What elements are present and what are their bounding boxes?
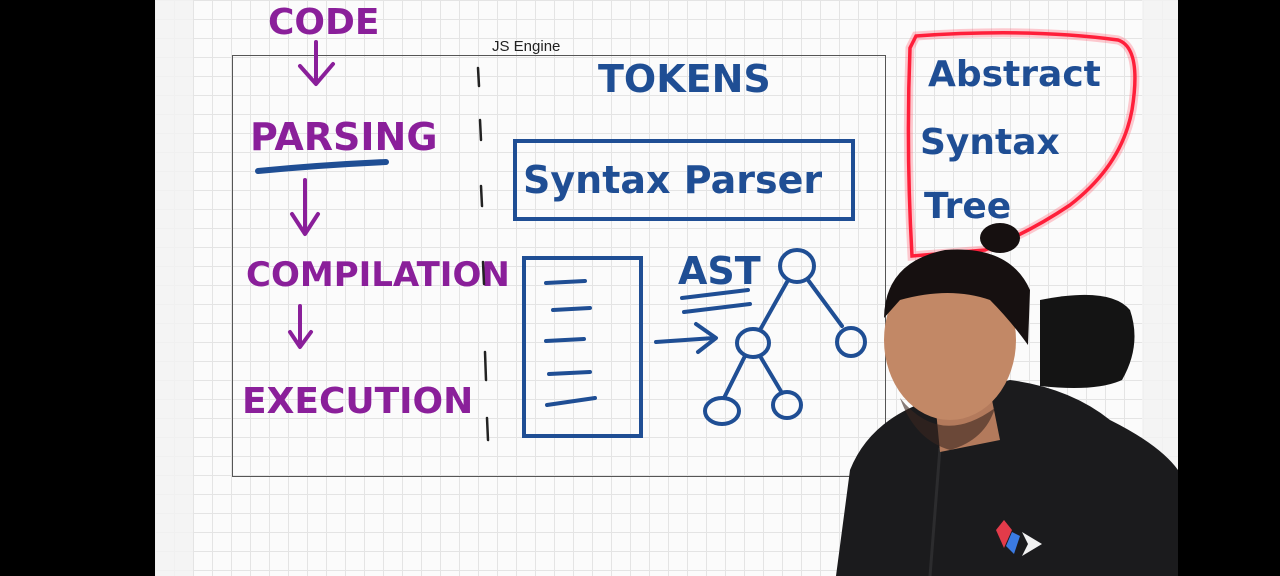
- right-letterbox: [1178, 0, 1280, 576]
- ast-note-line-1: Abstract: [928, 54, 1101, 95]
- ast-note-highlight: [903, 28, 1140, 261]
- ast-note-line-2: Syntax: [920, 122, 1060, 163]
- tokens-label: TOKENS: [598, 57, 771, 101]
- arrow-right-icon: [654, 322, 718, 354]
- compilation-label: COMPILATION: [246, 255, 510, 295]
- js-engine-box: [232, 55, 886, 477]
- hoodie-zipper: [928, 447, 942, 576]
- ast-underline: [680, 288, 752, 314]
- canvas-left-margin: [155, 0, 193, 576]
- tree-icon: [703, 248, 867, 426]
- presenter-hair-bun: [980, 223, 1020, 253]
- ast-label: AST: [678, 249, 761, 293]
- presenter-face: [884, 260, 1016, 420]
- parsing-label: PARSING: [250, 115, 438, 159]
- syntax-parser-label: Syntax Parser: [523, 158, 822, 202]
- arrow-down-icon: [288, 304, 313, 349]
- syntax-parser-box: [513, 139, 855, 221]
- arrow-down-icon: [298, 40, 335, 86]
- js-engine-title: JS Engine: [492, 38, 561, 55]
- presenter-beard: [900, 398, 995, 450]
- dashed-divider: [476, 66, 490, 442]
- arrow-down-icon: [290, 178, 320, 236]
- ast-note-line-3: Tree: [924, 186, 1011, 227]
- logo-icon: [996, 520, 1042, 556]
- left-letterbox: [0, 0, 155, 576]
- document-icon: [522, 256, 643, 438]
- parsing-underline: [255, 159, 389, 174]
- chair-headrest: [1040, 294, 1135, 388]
- execution-label: EXECUTION: [242, 381, 473, 422]
- code-label: CODE: [268, 2, 380, 43]
- presenter-hair: [884, 249, 1030, 345]
